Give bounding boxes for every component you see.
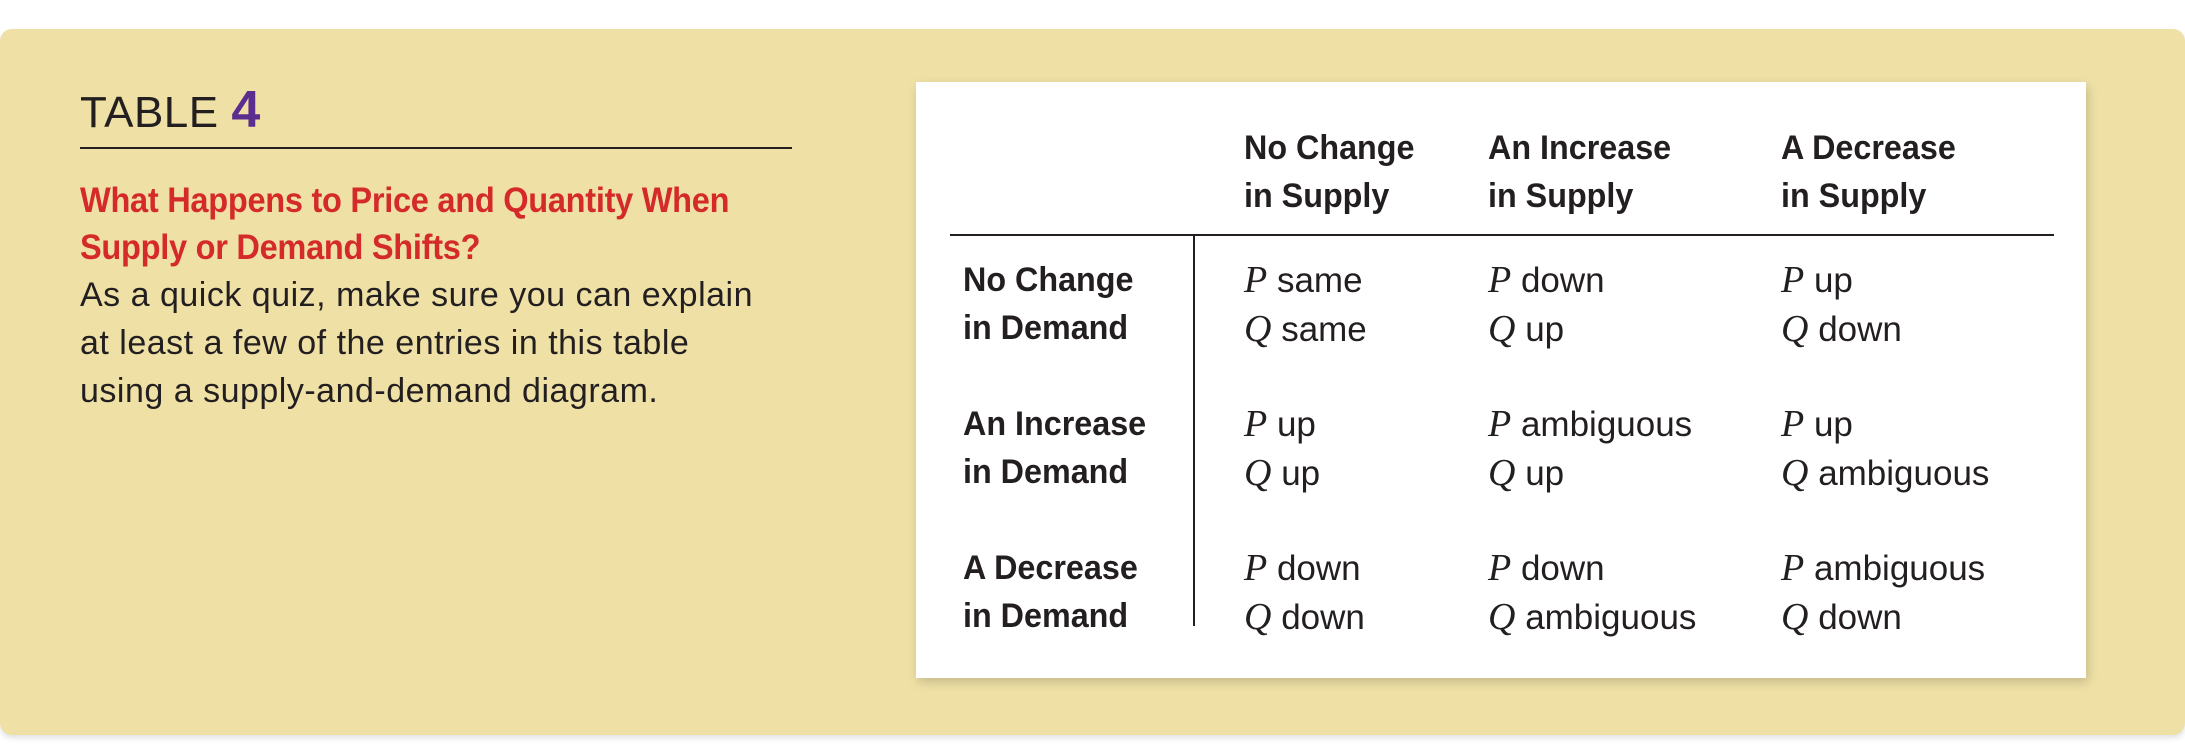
column-header-line-1: A Decrease — [1781, 129, 1956, 167]
price-line: P ambiguous — [1781, 544, 1985, 593]
quantity-effect: up — [1525, 310, 1565, 349]
price-line: P down — [1244, 544, 1365, 593]
table-cell: P ambiguous Q up — [1488, 400, 1692, 498]
quantity-line: Q up — [1488, 449, 1692, 498]
column-header-decrease-supply: A Decrease in Supply — [1781, 124, 1956, 220]
price-effect: ambiguous — [1813, 549, 1986, 588]
row-header-line-1: No Change — [963, 261, 1134, 299]
column-header-line-1: No Change — [1244, 129, 1415, 167]
column-header-line-2: in Supply — [1781, 177, 1927, 215]
price-line: P up — [1781, 400, 1989, 449]
table-cell: P same Q same — [1244, 256, 1367, 354]
description-line-1: As a quick quiz, make sure you can expla… — [80, 276, 754, 315]
price-line: P up — [1244, 400, 1320, 449]
quantity-effect: down — [1818, 310, 1902, 349]
quantity-line: Q down — [1781, 593, 1985, 642]
column-header-line-2: in Supply — [1244, 177, 1390, 215]
quantity-line: Q up — [1244, 449, 1320, 498]
column-header-line-2: in Supply — [1488, 177, 1634, 215]
quantity-effect: up — [1525, 454, 1565, 493]
table-cell: P up Q up — [1244, 400, 1320, 498]
price-symbol: P — [1781, 547, 1805, 589]
subtitle-line-2: Supply or Demand Shifts? — [80, 228, 481, 268]
row-header-rule — [1193, 236, 1195, 626]
column-header-increase-supply: An Increase in Supply — [1488, 124, 1671, 220]
table-number: 4 — [231, 81, 261, 139]
table-label-text: TABLE — [80, 88, 219, 137]
table-cell: P ambiguous Q down — [1781, 544, 1985, 642]
table-cell: P down Q ambiguous — [1488, 544, 1696, 642]
row-header-line-1: A Decrease — [963, 549, 1138, 587]
quantity-effect: same — [1281, 310, 1367, 349]
column-header-line-1: An Increase — [1488, 129, 1672, 167]
price-effect: down — [1520, 261, 1605, 300]
caption-block: TABLE 4 What Happens to Price and Quanti… — [80, 79, 792, 415]
quantity-effect: ambiguous — [1525, 598, 1697, 637]
quantity-symbol: Q — [1781, 596, 1809, 638]
price-effect: up — [1813, 405, 1853, 444]
row-header-increase-demand: An Increase in Demand — [963, 400, 1146, 496]
quantity-symbol: Q — [1244, 308, 1272, 350]
quantity-line: Q down — [1781, 305, 1902, 354]
row-header-no-change-demand: No Change in Demand — [963, 256, 1133, 352]
quantity-line: Q ambiguous — [1781, 449, 1989, 498]
table-label: TABLE 4 — [80, 79, 792, 150]
quantity-effect: down — [1281, 598, 1365, 637]
price-effect: up — [1276, 405, 1316, 444]
row-header-line-1: An Increase — [963, 405, 1147, 443]
quantity-symbol: Q — [1488, 308, 1516, 350]
price-symbol: P — [1781, 403, 1805, 445]
table-subtitle: What Happens to Price and Quantity When … — [80, 177, 796, 271]
price-line: P down — [1488, 256, 1605, 305]
price-symbol: P — [1244, 547, 1268, 589]
price-effect: ambiguous — [1520, 405, 1693, 444]
price-symbol: P — [1244, 259, 1268, 301]
quantity-line: Q same — [1244, 305, 1367, 354]
price-effect: down — [1276, 549, 1361, 588]
quantity-symbol: Q — [1488, 596, 1516, 638]
price-effect: same — [1276, 261, 1363, 300]
price-symbol: P — [1488, 547, 1512, 589]
table-cell: P up Q down — [1781, 256, 1902, 354]
row-header-line-2: in Demand — [963, 597, 1129, 635]
table-cell: P down Q down — [1244, 544, 1365, 642]
quantity-line: Q down — [1244, 593, 1365, 642]
table-cell: P up Q ambiguous — [1781, 400, 1989, 498]
quantity-symbol: Q — [1781, 308, 1809, 350]
quantity-effect: ambiguous — [1818, 454, 1990, 493]
quantity-effect: down — [1818, 598, 1902, 637]
quantity-symbol: Q — [1488, 452, 1516, 494]
subtitle-line-1: What Happens to Price and Quantity When — [80, 181, 730, 221]
price-symbol: P — [1488, 259, 1512, 301]
quantity-symbol: Q — [1244, 452, 1272, 494]
price-symbol: P — [1488, 403, 1512, 445]
column-header-no-change-supply: No Change in Supply — [1244, 124, 1414, 220]
quantity-symbol: Q — [1244, 596, 1272, 638]
price-symbol: P — [1781, 259, 1805, 301]
price-symbol: P — [1244, 403, 1268, 445]
row-header-decrease-demand: A Decrease in Demand — [963, 544, 1138, 640]
quantity-line: Q ambiguous — [1488, 593, 1696, 642]
price-effect: up — [1813, 261, 1853, 300]
quantity-effect: up — [1281, 454, 1321, 493]
quantity-symbol: Q — [1781, 452, 1809, 494]
row-header-line-2: in Demand — [963, 309, 1129, 347]
price-effect: down — [1520, 549, 1605, 588]
price-line: P down — [1488, 544, 1696, 593]
table-panel: TABLE 4 What Happens to Price and Quanti… — [0, 29, 2185, 735]
description-line-2: at least a few of the entries in this ta… — [80, 324, 690, 363]
quantity-line: Q up — [1488, 305, 1605, 354]
price-line: P ambiguous — [1488, 400, 1692, 449]
price-line: P up — [1781, 256, 1902, 305]
table-cell: P down Q up — [1488, 256, 1605, 354]
row-header-line-2: in Demand — [963, 453, 1129, 491]
description-line-3: using a supply-and-demand diagram. — [80, 372, 659, 411]
price-line: P same — [1244, 256, 1367, 305]
header-rule — [950, 234, 2054, 236]
table-description: As a quick quiz, make sure you can expla… — [80, 271, 792, 415]
